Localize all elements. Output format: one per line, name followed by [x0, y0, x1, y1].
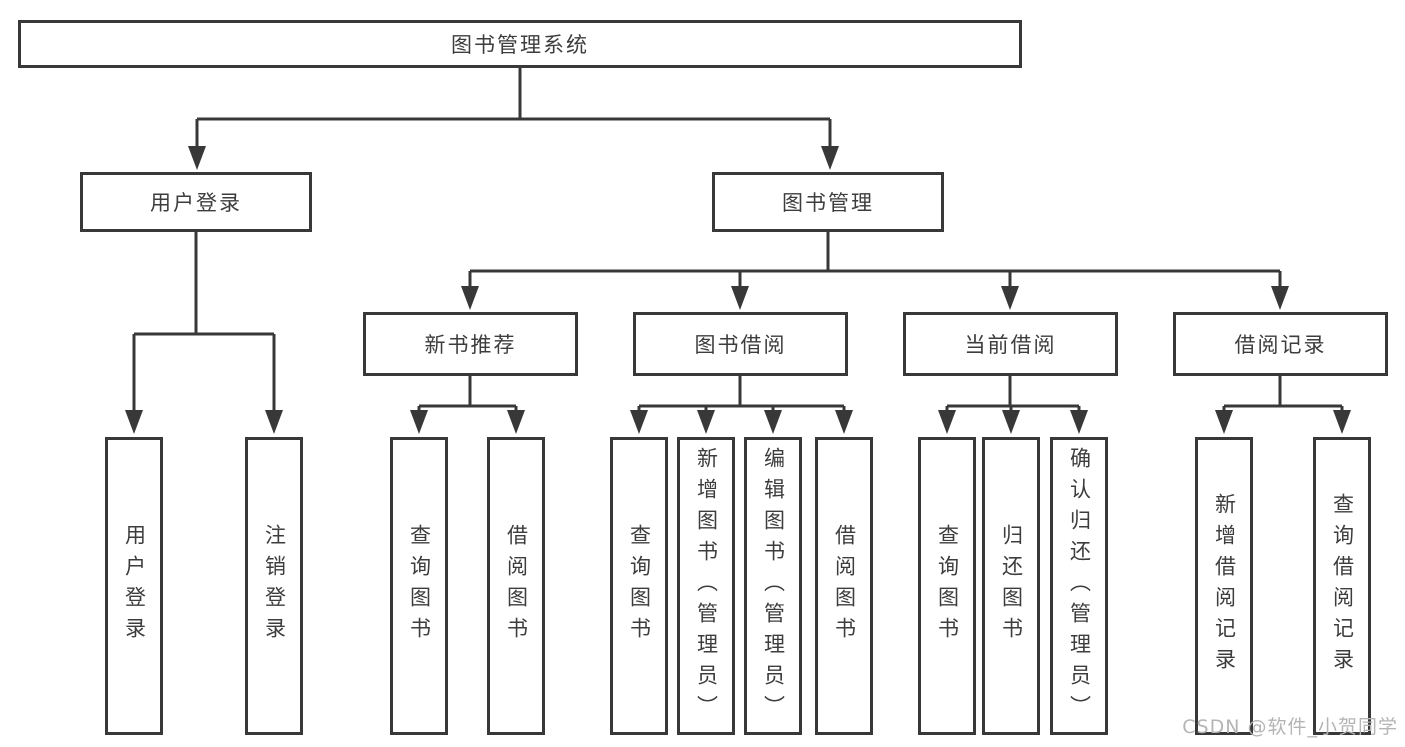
node-query-books-current: 查询图书 [918, 437, 976, 735]
node-root: 图书管理系统 [18, 20, 1022, 68]
node-logout-label: 注销登录 [262, 524, 287, 648]
node-borrow-books-recommend-label: 借阅图书 [504, 524, 529, 648]
node-add-book-admin: 新增图书（管理员） [677, 437, 735, 735]
node-book-borrowing-label: 图书借阅 [694, 333, 787, 357]
node-query-borrow-record: 查询借阅记录 [1313, 437, 1371, 735]
csdn-watermark: CSDN @软件_小贺同学 [1182, 716, 1398, 738]
node-login: 用户登录 [105, 437, 163, 735]
node-user-login: 用户登录 [80, 172, 312, 232]
connector-segments [132, 68, 1344, 412]
node-edit-book-admin: 编辑图书（管理员） [744, 437, 802, 735]
node-query-books-borrow-label: 查询图书 [627, 524, 652, 648]
node-book-borrowing: 图书借阅 [633, 312, 848, 376]
node-add-book-admin-label: 新增图书（管理员） [694, 446, 719, 726]
node-confirm-return-admin-label: 确认归还（管理员） [1067, 446, 1092, 726]
node-query-books-current-label: 查询图书 [935, 524, 960, 648]
node-borrowing-records-label: 借阅记录 [1234, 333, 1327, 357]
node-query-books-borrow: 查询图书 [610, 437, 668, 735]
node-add-borrow-record: 新增借阅记录 [1195, 437, 1253, 735]
node-current-borrowing-label: 当前借阅 [964, 333, 1057, 357]
node-current-borrowing: 当前借阅 [903, 312, 1118, 376]
node-query-books-recommend: 查询图书 [390, 437, 448, 735]
node-query-borrow-record-label: 查询借阅记录 [1330, 493, 1355, 679]
node-new-book-recommend-label: 新书推荐 [424, 333, 517, 357]
node-logout: 注销登录 [245, 437, 303, 735]
node-confirm-return-admin: 确认归还（管理员） [1050, 437, 1108, 735]
node-book-management-label: 图书管理 [782, 191, 874, 215]
arrow-down-icons [125, 146, 1351, 434]
node-root-label: 图书管理系统 [451, 33, 589, 57]
node-borrowing-records: 借阅记录 [1173, 312, 1388, 376]
node-borrow-books-label: 借阅图书 [832, 524, 857, 648]
node-query-books-recommend-label: 查询图书 [407, 524, 432, 648]
node-edit-book-admin-label: 编辑图书（管理员） [761, 446, 786, 726]
node-new-book-recommend: 新书推荐 [363, 312, 578, 376]
node-user-login-label: 用户登录 [150, 191, 242, 215]
node-add-borrow-record-label: 新增借阅记录 [1212, 493, 1237, 679]
node-return-book-label: 归还图书 [999, 524, 1024, 648]
node-login-label: 用户登录 [122, 524, 147, 648]
node-borrow-books: 借阅图书 [815, 437, 873, 735]
node-borrow-books-recommend: 借阅图书 [487, 437, 545, 735]
node-book-management: 图书管理 [712, 172, 944, 232]
node-return-book: 归还图书 [982, 437, 1040, 735]
